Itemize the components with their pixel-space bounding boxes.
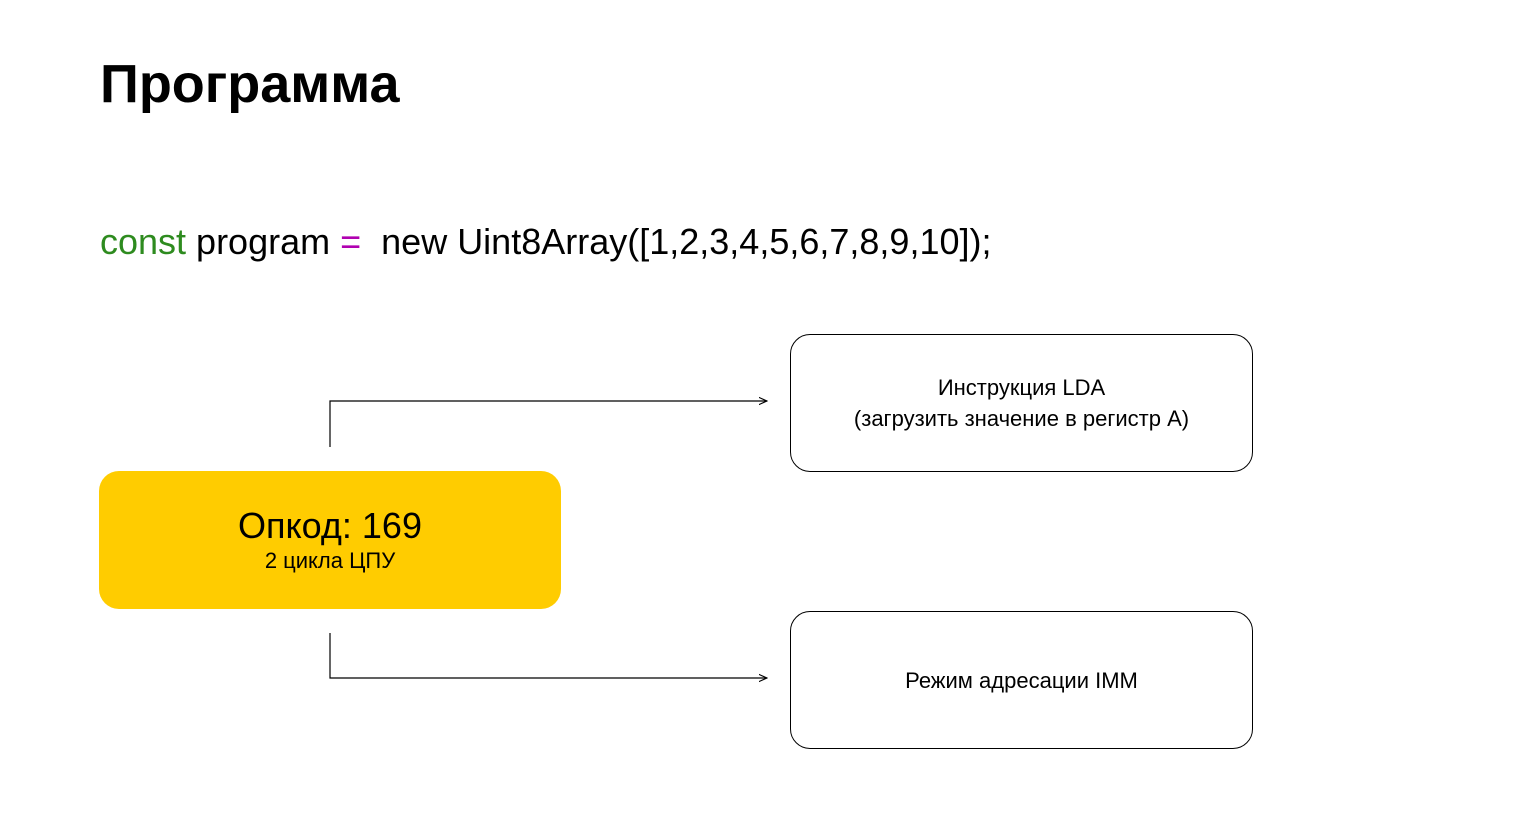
addressing-mode-label: Режим адресации IMM (905, 667, 1138, 693)
addressing-mode-box: Режим адресации IMM (790, 611, 1253, 749)
opcode-value: Опкод: 169 (238, 505, 422, 546)
code-identifier: program (186, 221, 341, 262)
instruction-name: Инструкция LDA (937, 375, 1106, 400)
code-operator: = (340, 221, 362, 262)
opcode-box: Опкод: 169 2 цикла ЦПУ (99, 471, 561, 609)
slide-title: Программа (100, 54, 400, 114)
instruction-box: Инструкция LDA (загрузить значение в рег… (790, 334, 1253, 472)
opcode-cycles: 2 цикла ЦПУ (264, 548, 396, 573)
connector-to-instruction (329, 401, 767, 447)
code-line: const program = new Uint8Array([1,2,3,4,… (100, 220, 991, 264)
code-keyword: const (100, 221, 187, 262)
connector-to-addressing (329, 633, 767, 678)
instruction-description: (загрузить значение в регистр A) (853, 406, 1190, 431)
code-expression: new Uint8Array([1,2,3,4,5,6,7,8,9,10]); (361, 221, 992, 262)
